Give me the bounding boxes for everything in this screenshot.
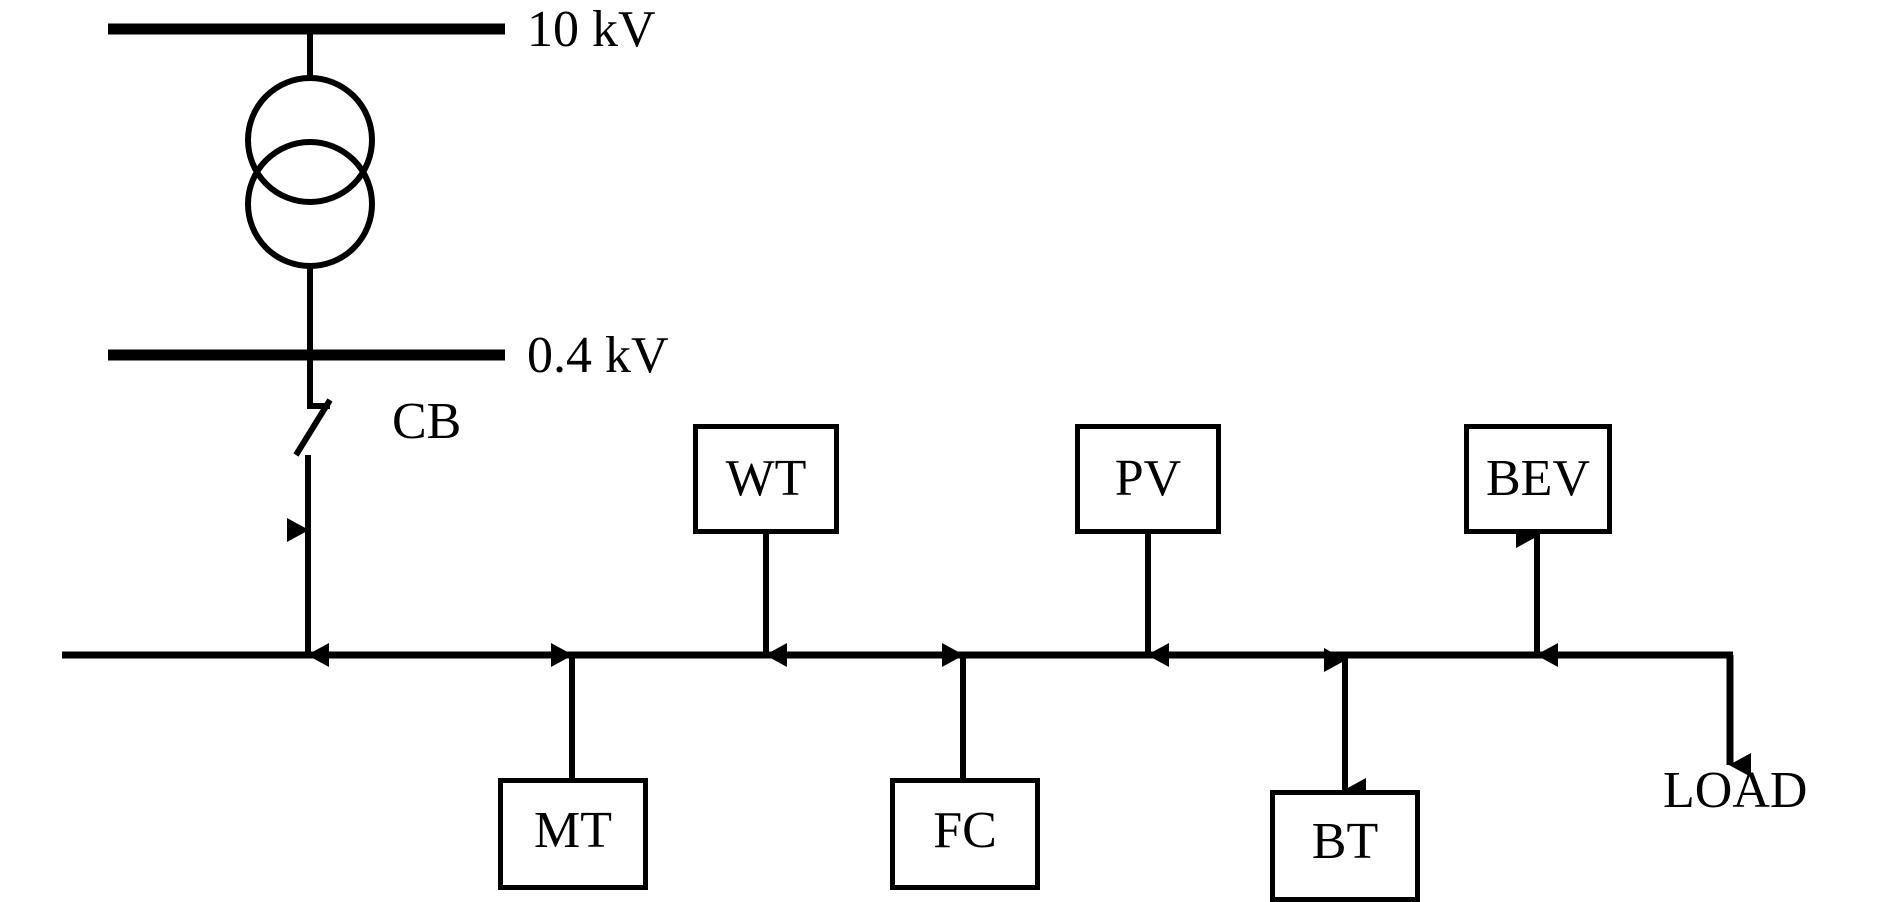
unit-box-fc-label: FC — [933, 802, 997, 859]
cb-blade — [293, 398, 333, 457]
unit-box-pv-label: PV — [1114, 450, 1182, 507]
circuit-breaker-label: CB — [392, 393, 462, 450]
unit-box-bev[interactable]: BEV — [1464, 424, 1612, 534]
hv-bus-voltage-label: 10 kV — [527, 1, 656, 58]
unit-box-pv[interactable]: PV — [1075, 424, 1221, 534]
diagram-canvas — [62, 23, 1751, 802]
unit-box-wt[interactable]: WT — [693, 424, 839, 534]
unit-box-mt-label: MT — [534, 802, 612, 859]
unit-box-wt-label: WT — [725, 450, 807, 507]
unit-box-fc[interactable]: FC — [890, 778, 1040, 890]
unit-box-mt[interactable]: MT — [498, 778, 648, 890]
single-line-diagram: 10 kV 0.4 kV CB LOAD WT PV BEV MT FC BT — [62, 1, 1808, 902]
load-label: LOAD — [1663, 762, 1808, 819]
lv-bus-voltage-label: 0.4 kV — [527, 327, 669, 384]
unit-box-bt-label: BT — [1311, 813, 1379, 870]
unit-box-bev-label: BEV — [1486, 450, 1590, 507]
transformer-winding-primary — [245, 75, 375, 205]
unit-box-bt[interactable]: BT — [1270, 790, 1420, 902]
